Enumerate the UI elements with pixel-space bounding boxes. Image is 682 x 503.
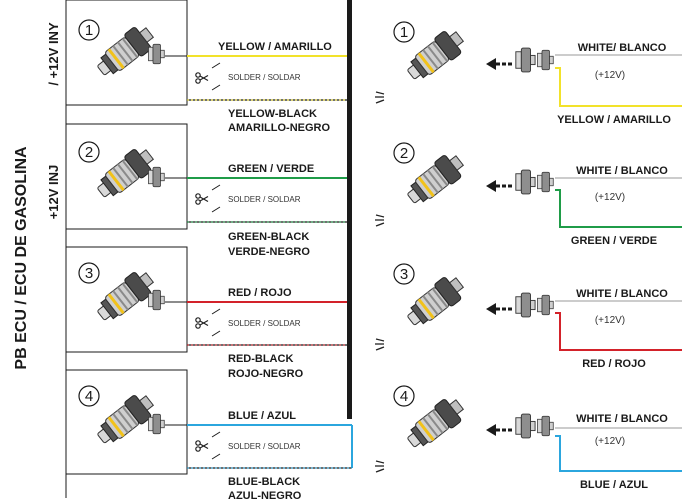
channel-number: 4 (400, 388, 408, 405)
spray-icon (374, 91, 385, 104)
right-channel-2: 2 WHITE / BLANCO (+12V) GREEN / VERDE (374, 142, 682, 247)
channel-number: 1 (400, 24, 408, 41)
wire-top-label: YELLOW / AMARILLO (218, 41, 332, 53)
connector-icon (148, 166, 165, 188)
right-voltage-label: (+12V) (595, 436, 625, 447)
right-channel-1: 1 WHITE/ BLANCO (+12V) YELLOW / AMARILLO (374, 21, 682, 126)
spray-icon (374, 338, 385, 351)
right-channel-4: 4 WHITE / BLANCO (+12V) BLUE / AZUL (374, 385, 682, 491)
ecu-bus (347, 0, 352, 419)
solder-label: SOLDER / SOLDAR (228, 319, 301, 328)
channel-number: 1 (85, 22, 93, 39)
right-signal-label: RED / ROJO (582, 358, 646, 370)
wire-top-label: GREEN / VERDE (228, 163, 314, 175)
wire-bottom-label-1: YELLOW-BLACK (228, 108, 317, 120)
connector-icon (537, 294, 554, 316)
wire-top-label: BLUE / AZUL (228, 410, 296, 422)
right-voltage-label: (+12V) (595, 192, 625, 203)
connector-icon (537, 415, 554, 437)
wire-bottom-label-2: AMARILLO-NEGRO (228, 122, 330, 134)
connector-icon (515, 47, 536, 73)
injector-power-label-iny: / +12V INY (46, 22, 61, 86)
right-power-label: WHITE/ BLANCO (578, 42, 667, 54)
channel-number-badge (393, 263, 415, 285)
connector-icon (515, 413, 536, 439)
connector-icon (515, 292, 536, 318)
connector-icon (537, 171, 554, 193)
wire-bottom-label-2: ROJO-NEGRO (228, 368, 304, 380)
right-power-label: WHITE / BLANCO (576, 288, 668, 300)
scissors-icon (195, 193, 209, 205)
connector-icon (515, 169, 536, 195)
wire-bottom-label-1: BLUE-BLACK (228, 476, 300, 488)
right-signal-label: GREEN / VERDE (571, 235, 657, 247)
left-channel-3: 3 RED / ROJO SOLDER / SOLDAR RED-BLACK R… (65, 246, 347, 380)
channel-number: 3 (400, 266, 408, 283)
wire-bottom-label-1: RED-BLACK (228, 353, 293, 365)
left-channel-2: 2 GREEN / VERDE SOLDER / SOLDAR GREEN-BL… (65, 123, 347, 258)
channel-number-badge (78, 141, 100, 163)
solder-label: SOLDER / SOLDAR (228, 73, 301, 82)
right-voltage-label: (+12V) (595, 70, 625, 81)
scissors-icon (195, 72, 209, 84)
wire-top-label: RED / ROJO (228, 287, 292, 299)
ecu-side-label: PB ECU / ECU DE GASOLINA (13, 146, 30, 370)
right-signal-label: BLUE / AZUL (580, 479, 648, 491)
wire-bottom-label-2: VERDE-NEGRO (228, 246, 310, 258)
spray-icon (374, 460, 385, 473)
arrow-icon (486, 180, 496, 192)
right-voltage-label: (+12V) (595, 315, 625, 326)
wire-bottom-label-1: GREEN-BLACK (228, 231, 309, 243)
solder-label: SOLDER / SOLDAR (228, 195, 301, 204)
left-channel-1: 1 YELLOW / AMARILLO SOLDER / SOLDAR YELL… (65, 0, 347, 134)
right-channel-3: 3 WHITE / BLANCO (+12V) RED / ROJO (374, 263, 682, 370)
connector-icon (537, 49, 554, 71)
arrow-icon (486, 303, 496, 315)
wire-bottom-label-2: AZUL-NEGRO (228, 490, 302, 502)
channel-number: 2 (85, 144, 93, 161)
injector-power-label-inj: +12V INJ (46, 165, 61, 220)
channel-number-badge (78, 385, 100, 407)
right-power-label: WHITE / BLANCO (576, 165, 668, 177)
channel-number-badge (393, 385, 415, 407)
solder-label: SOLDER / SOLDAR (228, 442, 301, 451)
channel-number-badge (393, 142, 415, 164)
arrow-icon (486, 58, 496, 70)
left-channel-4: 4 BLUE / AZUL SOLDER / SOLDAR BLUE-BLACK… (65, 369, 353, 502)
connector-icon (148, 43, 165, 65)
channel-number-badge (78, 262, 100, 284)
connector-icon (148, 289, 165, 311)
right-power-label: WHITE / BLANCO (576, 413, 668, 425)
arrow-icon (486, 424, 496, 436)
spray-icon (374, 214, 385, 227)
channel-number: 3 (85, 265, 93, 282)
connector-icon (148, 413, 165, 435)
scissors-icon (195, 317, 209, 329)
right-signal-label: YELLOW / AMARILLO (557, 114, 671, 126)
channel-number: 4 (85, 388, 93, 405)
scissors-icon (195, 440, 209, 452)
channel-number-badge (393, 21, 415, 43)
channel-number-badge (78, 19, 100, 41)
channel-number: 2 (400, 145, 408, 162)
